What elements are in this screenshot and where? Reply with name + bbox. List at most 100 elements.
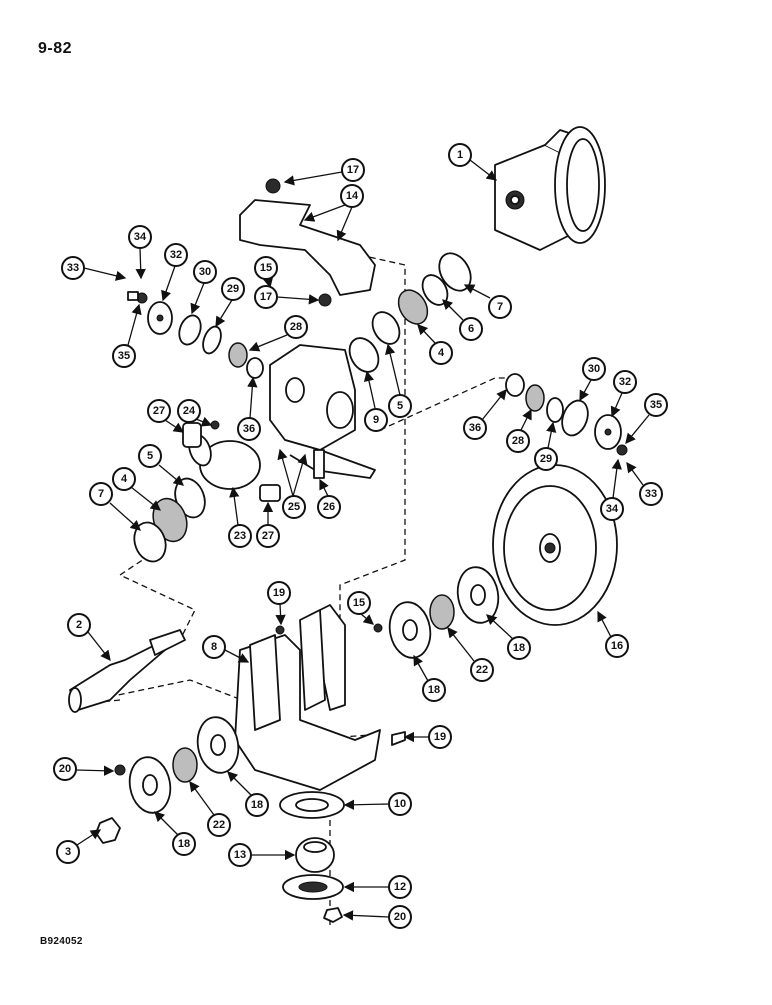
callout-label: 15 <box>353 597 365 609</box>
callout-label: 32 <box>619 376 631 388</box>
callout-34: 34 <box>128 225 152 280</box>
callout-label: 8 <box>211 641 217 653</box>
callout-label: 18 <box>513 642 525 654</box>
callout-label: 5 <box>397 400 403 412</box>
callouts: 1 17 14 34 33 32 30 29 15 17 7 6 4 28 5 … <box>53 143 668 929</box>
gearbox-housing <box>269 344 376 479</box>
callout-29-right: 29 <box>534 421 558 471</box>
callout-label: 34 <box>606 503 619 515</box>
callout-35-right: 35 <box>625 393 668 445</box>
callout-label: 4 <box>121 473 128 485</box>
callout-label: 9 <box>373 414 379 426</box>
callout-35-left: 35 <box>112 303 142 368</box>
callout-label: 35 <box>650 399 662 411</box>
right-shaft-stack <box>505 373 628 456</box>
callout-17b: 17 <box>254 285 320 309</box>
callout-label: 1 <box>457 149 463 161</box>
callout-19-top: 19 <box>267 581 291 626</box>
callout-label: 17 <box>347 164 359 176</box>
callout-label: 36 <box>243 423 255 435</box>
callout-25: 25 <box>277 448 308 519</box>
callout-label: 19 <box>434 731 446 743</box>
callout-28-top: 28 <box>248 315 308 352</box>
callout-18-left-b: 18 <box>227 771 269 817</box>
callout-label: 22 <box>476 664 488 676</box>
callout-18-right-a: 18 <box>413 654 446 702</box>
callout-label: 7 <box>497 301 503 313</box>
callout-23: 23 <box>228 486 252 548</box>
callout-5-top: 5 <box>385 343 412 418</box>
callout-10: 10 <box>343 792 412 816</box>
callout-15-right: 15 <box>347 591 374 625</box>
callout-26: 26 <box>317 478 341 519</box>
callout-30-right: 30 <box>579 357 606 402</box>
callout-label: 7 <box>98 488 104 500</box>
callout-8: 8 <box>202 635 250 663</box>
callout-label: 36 <box>469 422 481 434</box>
callout-22-left: 22 <box>189 780 231 837</box>
lower-bearing-parts <box>279 791 345 923</box>
callout-label: 12 <box>394 881 406 893</box>
callout-label: 6 <box>468 323 474 335</box>
callout-4-left: 4 <box>112 467 162 511</box>
callout-13: 13 <box>228 843 296 867</box>
pulley-sheave <box>492 464 618 626</box>
callout-36-right: 36 <box>463 388 507 440</box>
callout-label: 29 <box>227 283 239 295</box>
callout-12: 12 <box>343 875 412 899</box>
callout-label: 33 <box>67 262 79 274</box>
callout-32-right: 32 <box>610 370 637 418</box>
callout-30: 30 <box>190 260 217 315</box>
callout-18-right-b: 18 <box>486 614 531 660</box>
callout-label: 5 <box>147 450 153 462</box>
callout-24: 24 <box>177 399 213 427</box>
callout-label: 16 <box>611 640 623 652</box>
callout-label: 18 <box>428 684 440 696</box>
callout-label: 20 <box>394 911 406 923</box>
callout-33-right: 33 <box>626 461 663 506</box>
callout-19-bottom: 19 <box>403 725 452 749</box>
callout-label: 19 <box>273 587 285 599</box>
gearbox-assembly <box>494 126 606 251</box>
callout-36-left: 36 <box>237 376 261 441</box>
callout-label: 24 <box>183 405 196 417</box>
left-flange-stack <box>95 716 240 844</box>
lower-frame <box>234 604 406 791</box>
upper-left-bearing-stack <box>127 291 264 379</box>
callout-33: 33 <box>61 256 127 281</box>
callout-label: 25 <box>288 501 300 513</box>
callout-34-right: 34 <box>600 458 624 521</box>
callout-9: 9 <box>363 370 388 432</box>
callout-label: 32 <box>170 249 182 261</box>
upper-right-bearing-stack <box>348 252 472 373</box>
callout-7-top: 7 <box>463 284 512 319</box>
callout-3: 3 <box>56 829 102 864</box>
callout-label: 29 <box>540 453 552 465</box>
callout-4-top: 4 <box>417 324 453 365</box>
callout-label: 35 <box>118 350 130 362</box>
callout-label: 18 <box>178 838 190 850</box>
callout-label: 3 <box>65 846 71 858</box>
callout-label: 15 <box>260 262 272 274</box>
callout-label: 17 <box>260 291 272 303</box>
callout-17: 17 <box>283 158 365 186</box>
callout-27-bottom: 27 <box>256 501 280 548</box>
left-shaft-stack <box>133 420 281 563</box>
callout-label: 14 <box>346 190 359 202</box>
callout-18-left-a: 18 <box>154 811 196 856</box>
callout-15: 15 <box>254 256 278 289</box>
callout-20-left: 20 <box>53 757 115 781</box>
figure-code: B924052 <box>40 936 83 947</box>
callout-32: 32 <box>161 243 188 302</box>
page-number: 9-82 <box>38 40 73 57</box>
callout-label: 20 <box>59 763 71 775</box>
callout-label: 27 <box>153 405 165 417</box>
callout-label: 34 <box>134 231 147 243</box>
callout-label: 28 <box>290 321 302 333</box>
callout-label: 27 <box>262 530 274 542</box>
callout-7-left: 7 <box>89 482 141 531</box>
callout-label: 30 <box>588 363 600 375</box>
callout-label: 28 <box>512 435 524 447</box>
